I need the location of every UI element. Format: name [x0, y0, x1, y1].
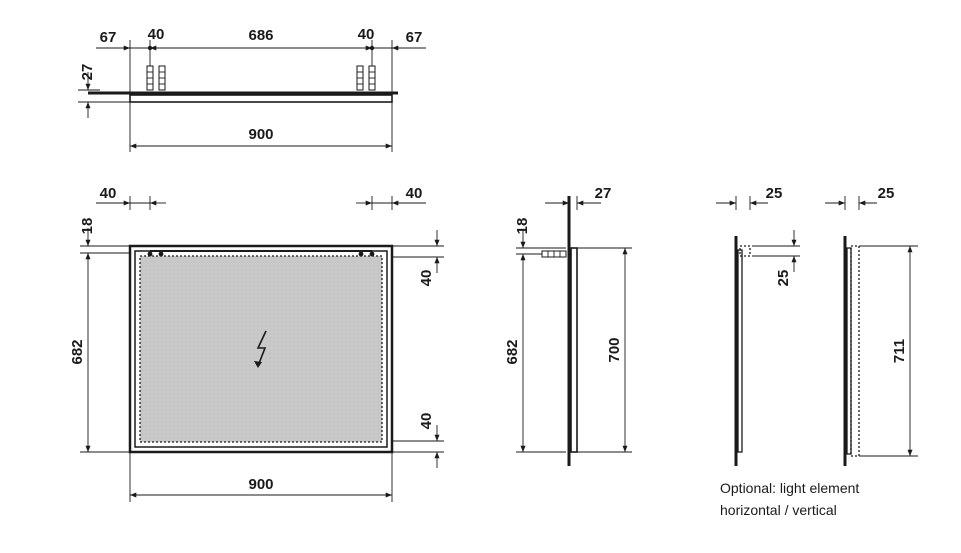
mirror-glass: [140, 256, 382, 442]
dim-front-height: 682: [69, 339, 86, 364]
dim-top-right-hole: 40: [358, 26, 375, 43]
dim-front-bottom-light: 40: [418, 413, 435, 430]
dim-top-left-edge: 67: [100, 29, 117, 46]
dim-side-depth: 27: [595, 185, 612, 202]
note-line-2: horizontal / vertical: [720, 502, 837, 518]
dim-top-middle: 686: [248, 27, 273, 44]
dim-side-offset: 18: [514, 218, 531, 235]
option-horizontal-view: 25 25: [716, 185, 800, 466]
dim-front-top-light: 40: [418, 270, 435, 287]
dim-top-thickness: 27: [79, 64, 96, 81]
electrical-icon: [256, 330, 267, 367]
dim-side-height-mount: 682: [504, 339, 521, 364]
dim-option-b-height: 711: [891, 339, 908, 363]
dim-front-left-inset: 40: [100, 185, 117, 202]
dim-top-width: 900: [248, 126, 273, 143]
top-view-frame: [129, 94, 393, 103]
dim-option-a-light-size: 25: [775, 270, 792, 287]
dim-front-width: 900: [248, 476, 273, 493]
side-view: 27 18 682 700: [504, 185, 632, 466]
dim-option-b-depth: 25: [878, 185, 895, 202]
dim-top-right-edge: 67: [406, 29, 423, 46]
side-frame: [570, 247, 578, 453]
option-b-light: [850, 245, 860, 457]
wall-plugs: [146, 65, 376, 91]
option-vertical-view: 25 711: [825, 185, 918, 466]
option-a-light: [739, 245, 751, 257]
dim-side-height: 700: [606, 337, 623, 362]
dim-option-a-depth: 25: [766, 185, 783, 202]
front-view: 40 40 18 682 40 40 900: [69, 185, 444, 502]
dim-top-left-hole: 40: [148, 26, 165, 43]
top-view: 67 40 686 40 67 27 900: [78, 26, 426, 152]
dim-front-top-offset: 18: [79, 218, 96, 235]
note-line-1: Optional: light element: [720, 480, 859, 496]
light-element-outline: [139, 255, 383, 443]
dim-front-right-inset: 40: [406, 185, 423, 202]
